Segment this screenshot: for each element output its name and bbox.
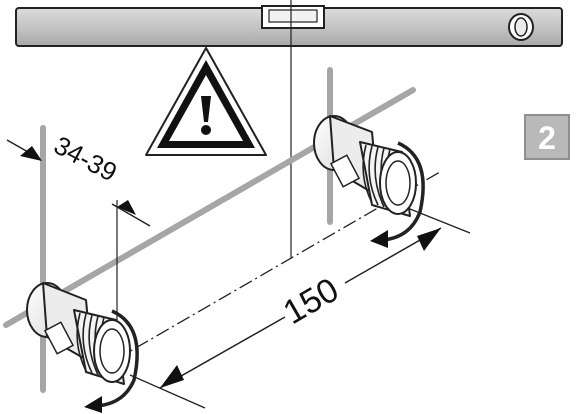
offset-range-text: 34-39 — [49, 130, 122, 188]
rotation-arrow-icon — [84, 309, 139, 413]
step-badge: 2 — [524, 114, 570, 160]
eccentric-fitting-right — [313, 115, 417, 217]
rotation-arrow-icon — [370, 141, 425, 248]
eccentric-fitting-left — [26, 282, 131, 385]
spacing-dimension: 150 — [129, 204, 471, 409]
warning-triangle-icon — [145, 47, 267, 156]
spirit-level-icon — [15, 5, 563, 47]
spacing-text: 150 — [277, 271, 345, 332]
step-label: 2 — [538, 120, 556, 156]
